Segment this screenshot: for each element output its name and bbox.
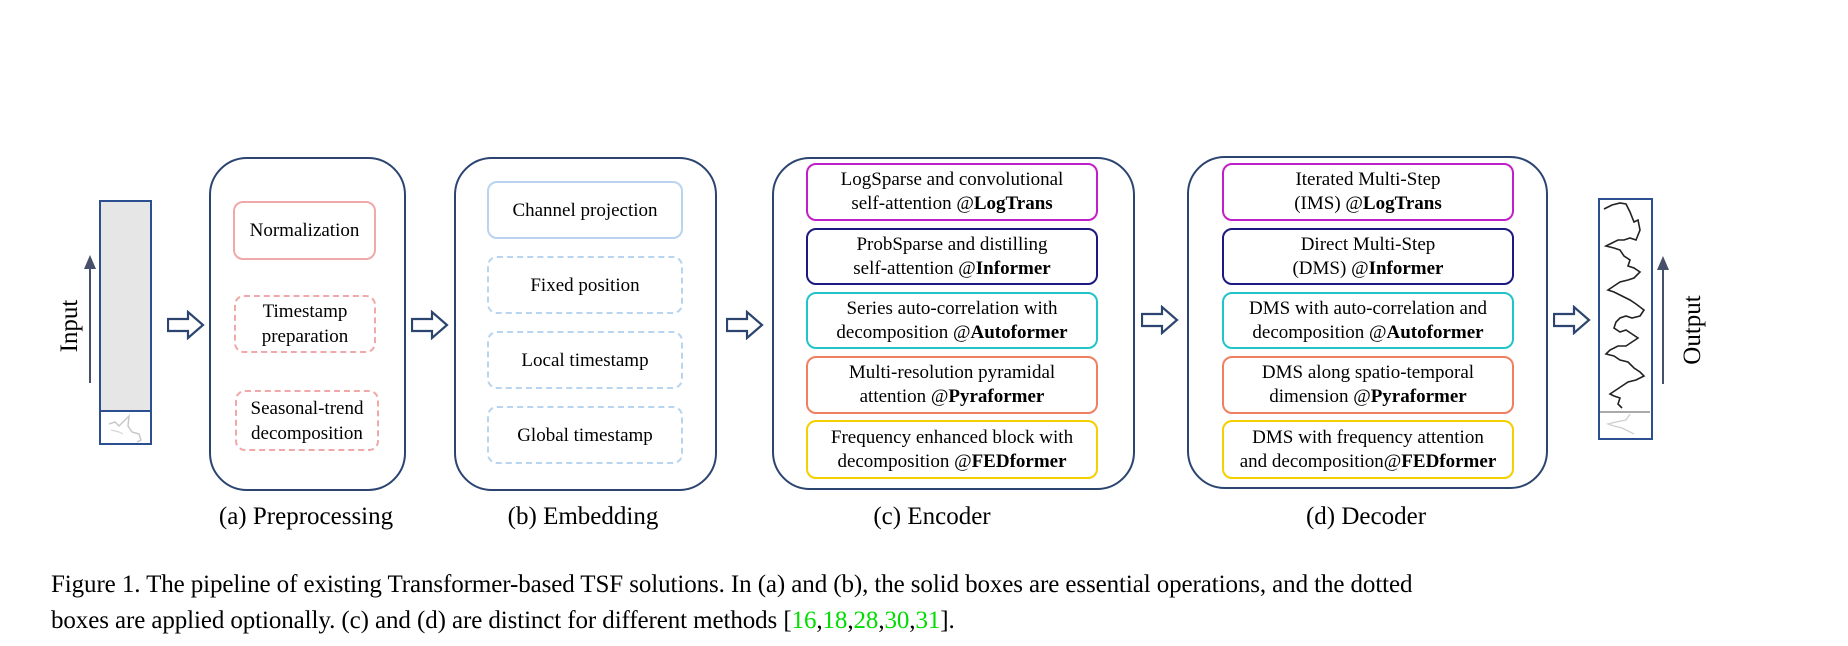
output-up-arrow-icon	[1657, 256, 1669, 384]
citation-link[interactable]: 31	[915, 607, 941, 634]
model-name: LogTrans	[973, 193, 1053, 214]
flow-arrow-icon	[1553, 305, 1591, 335]
output-label: Output	[1679, 295, 1706, 365]
output-series-bar	[1598, 198, 1653, 440]
input-up-arrow-icon	[84, 255, 96, 383]
flow-arrow-icon	[726, 310, 764, 340]
citation-link[interactable]: 18	[822, 607, 848, 634]
decoder-item-text: Iterated Multi-Step(IMS) @LogTrans	[1294, 169, 1442, 214]
figure-caption-line1: Figure 1. The pipeline of existing Trans…	[51, 571, 1413, 598]
global-timestamp-box: Global timestamp	[487, 406, 683, 464]
decoder-item-informer: Direct Multi-Step(DMS) @Informer	[1222, 228, 1514, 285]
model-name: LogTrans	[1362, 193, 1442, 214]
encoder-stage	[772, 157, 1135, 490]
decoder-item-text: Direct Multi-Step(DMS) @Informer	[1292, 233, 1444, 279]
citation-link[interactable]: 30	[884, 607, 910, 634]
input-sparkline-icon	[108, 413, 142, 443]
citation-separator: ,	[816, 607, 823, 634]
normalization-box: Normalization	[233, 201, 376, 260]
model-name: Pyraformer	[1370, 386, 1467, 407]
model-name: Autoformer	[970, 321, 1068, 343]
local-timestamp-box: Local timestamp	[487, 331, 683, 389]
flow-arrow-icon	[411, 310, 449, 340]
decoder-label: (d) Decoder	[1305, 503, 1427, 530]
model-name: Pyraformer	[948, 386, 1045, 407]
model-name: Informer	[975, 257, 1051, 279]
flow-arrow-icon	[1141, 305, 1179, 335]
embedding-stage	[454, 157, 717, 491]
input-sparkline-area	[101, 410, 150, 443]
citation-link[interactable]: 28	[853, 607, 879, 634]
citation-separator: ,	[878, 607, 885, 634]
citation-separator: ,	[847, 607, 854, 634]
input-label: Input	[56, 299, 83, 353]
decoder-stage	[1187, 156, 1548, 489]
model-name: Autoformer	[1386, 321, 1484, 343]
embedding-label: (b) Embedding	[507, 503, 659, 530]
input-series-bar	[99, 200, 152, 445]
output-waveform-icon	[1600, 202, 1650, 435]
figure-caption-line2: boxes are applied optionally. (c) and (d…	[51, 607, 955, 634]
fixed-position-box: Fixed position	[487, 256, 683, 314]
preprocessing-stage	[209, 157, 406, 491]
encoder-label: (c) Encoder	[873, 503, 991, 530]
citation-list: 16,18,28,30,31	[792, 607, 941, 634]
citation-separator: ,	[909, 607, 916, 634]
channel-projection-box: Channel projection	[487, 181, 683, 239]
preprocessing-label: (a) Preprocessing	[218, 503, 394, 530]
model-name: FEDformer	[1401, 450, 1497, 472]
flow-arrow-icon	[167, 310, 205, 340]
model-name: FEDformer	[971, 450, 1067, 472]
model-name: Informer	[1368, 257, 1444, 279]
decoder-item-logtrans: Iterated Multi-Step(IMS) @LogTrans	[1222, 163, 1514, 221]
citation-link[interactable]: 16	[791, 607, 817, 634]
